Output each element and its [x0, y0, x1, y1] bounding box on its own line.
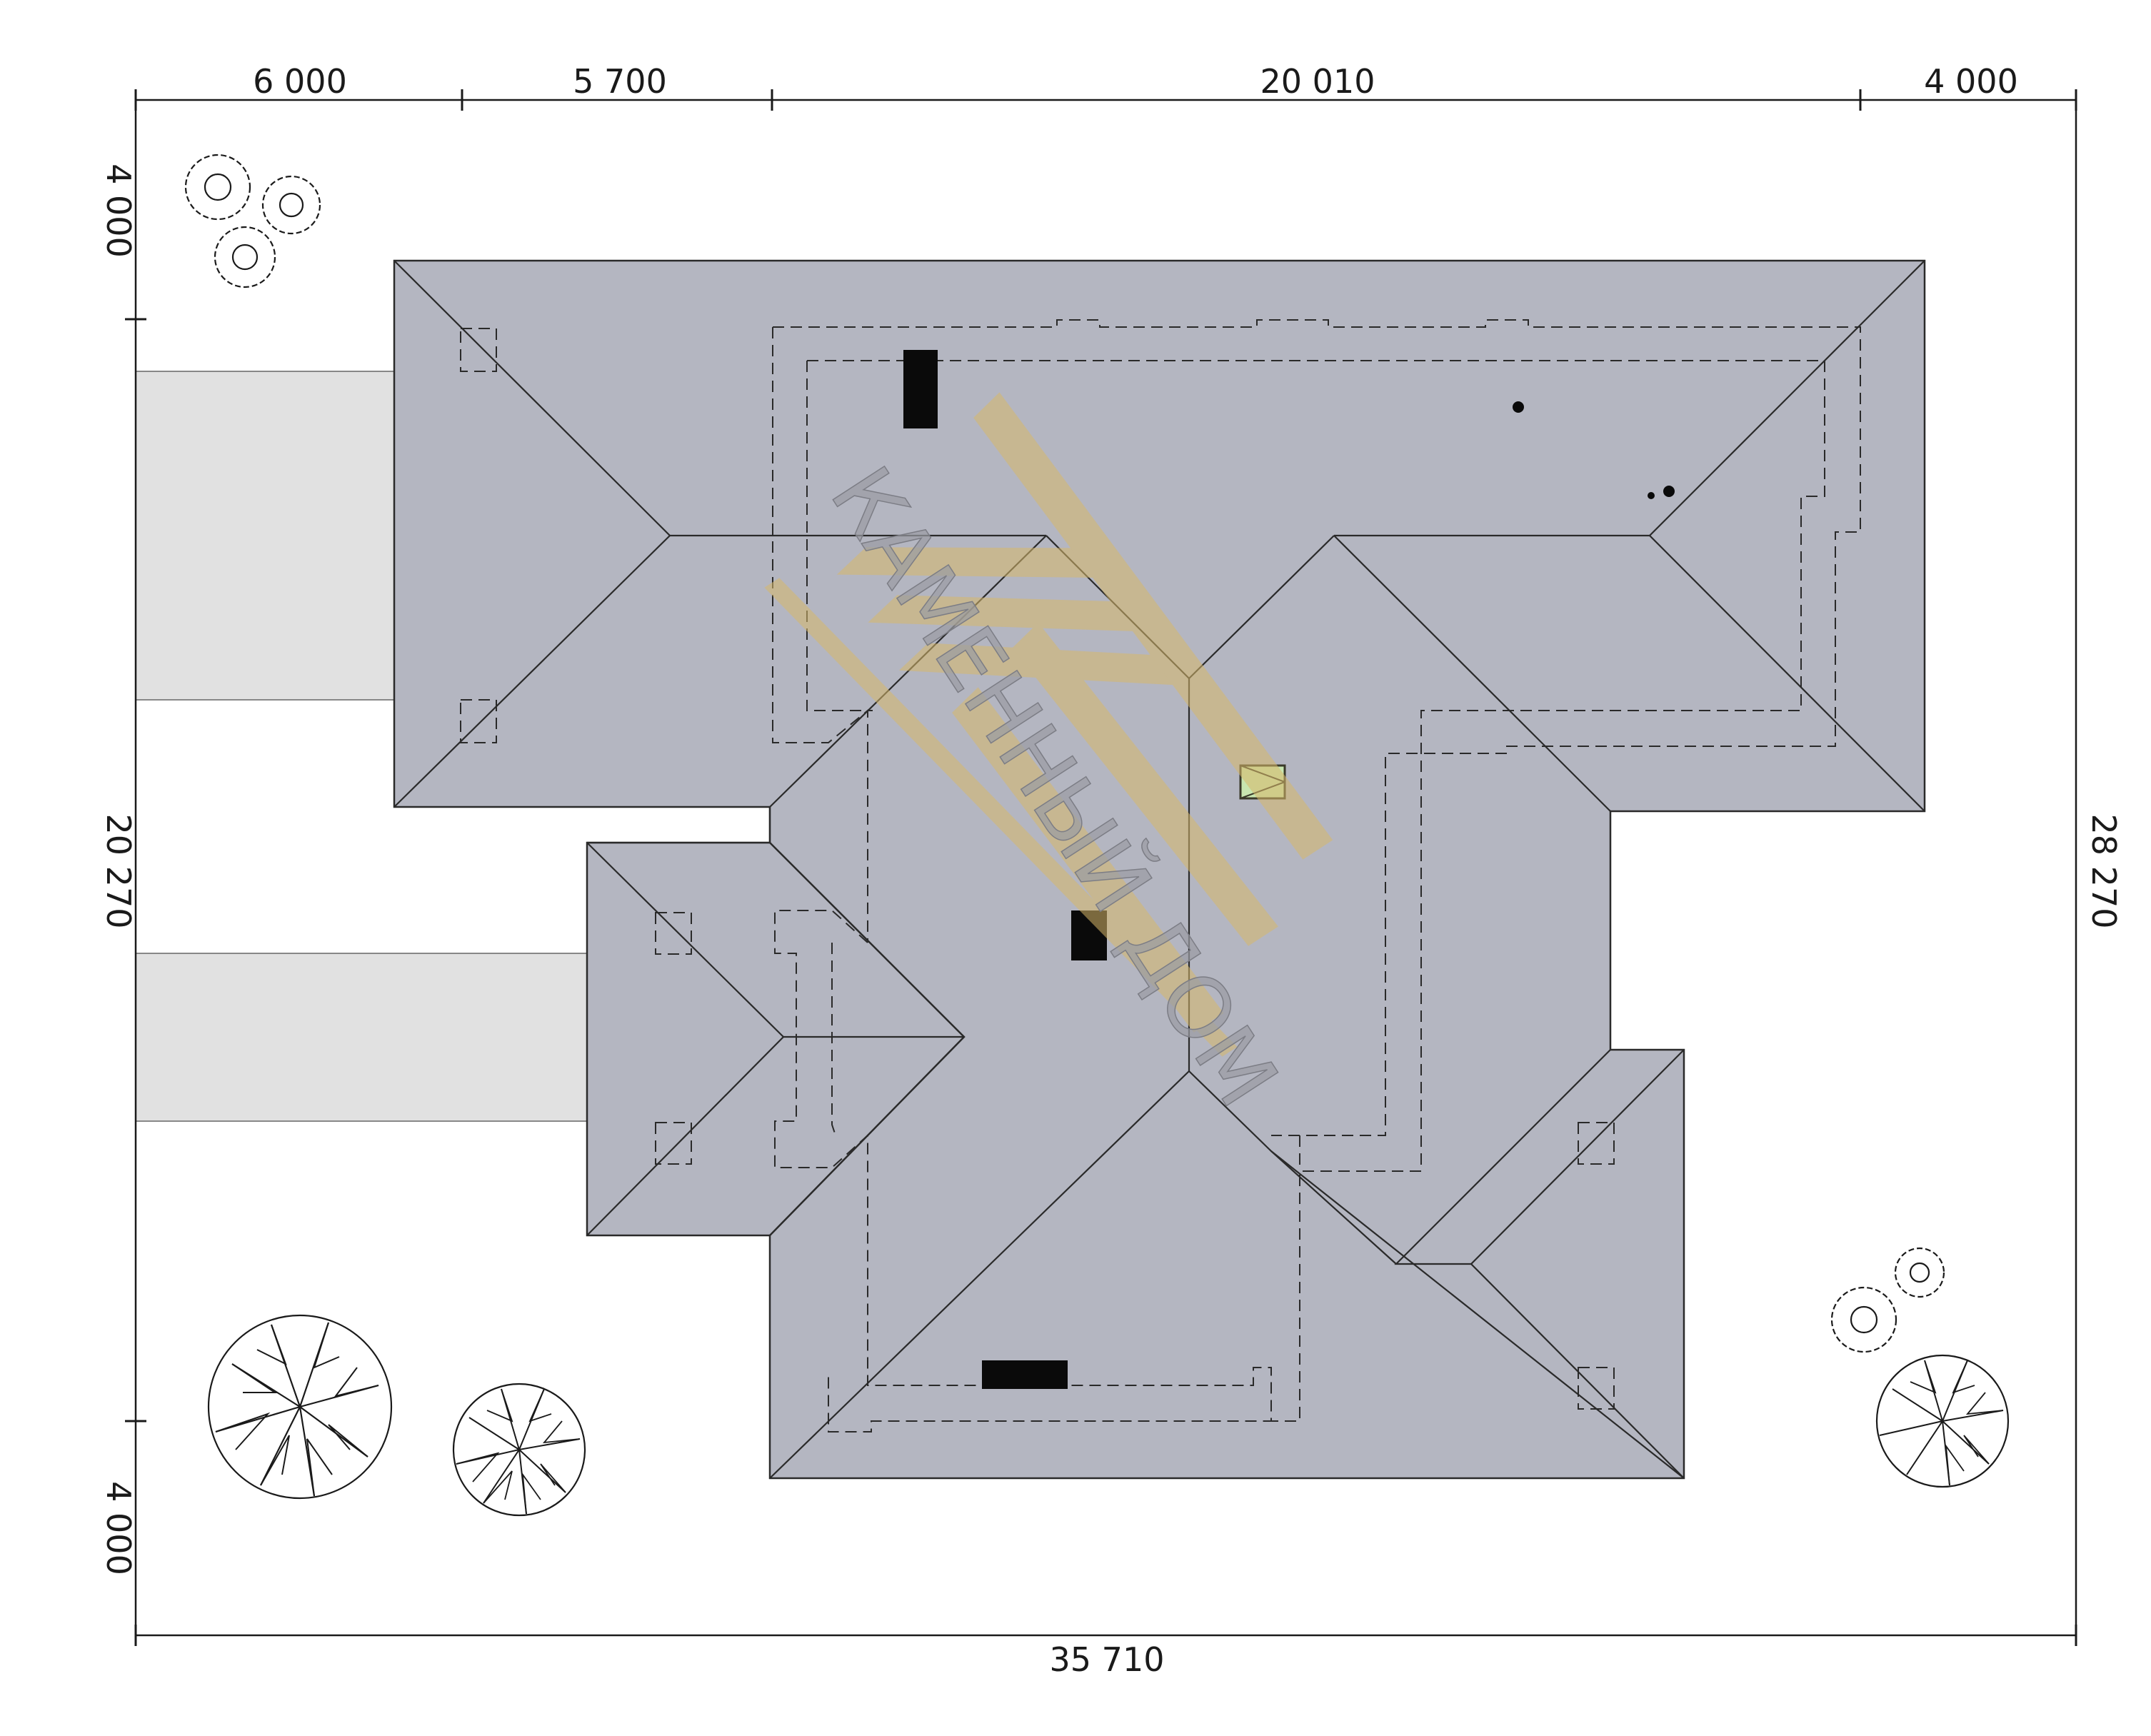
driveway-upper [135, 371, 395, 701]
dim-top-1: 6 000 [253, 62, 347, 101]
driveway-lower [135, 953, 588, 1122]
dim-bottom: 35 710 [1050, 1640, 1165, 1679]
dimension-lines [125, 89, 2077, 1646]
dim-left-3: 4 000 [99, 1481, 138, 1575]
dim-right: 28 270 [2085, 814, 2123, 929]
chimney-icon [903, 350, 938, 428]
tree-icon [452, 1383, 586, 1517]
dim-left-2: 20 270 [99, 814, 138, 929]
wall-outline [460, 319, 1861, 1433]
dim-top-4: 4 000 [1924, 62, 2018, 101]
chimney-icon [982, 1360, 1068, 1389]
dim-top-2: 5 700 [573, 62, 667, 101]
vent-icon [1663, 486, 1675, 497]
tree-icon [207, 1314, 393, 1500]
watermark-logo [764, 392, 1333, 1057]
vent-icon [1513, 401, 1524, 413]
roof [393, 259, 1926, 1480]
shrub-icon [184, 154, 1945, 1353]
dim-left-1: 4 000 [99, 164, 138, 258]
tree-icon [1875, 1354, 2010, 1488]
vent-icon [1648, 492, 1655, 499]
dim-top-3: 20 010 [1260, 62, 1375, 101]
